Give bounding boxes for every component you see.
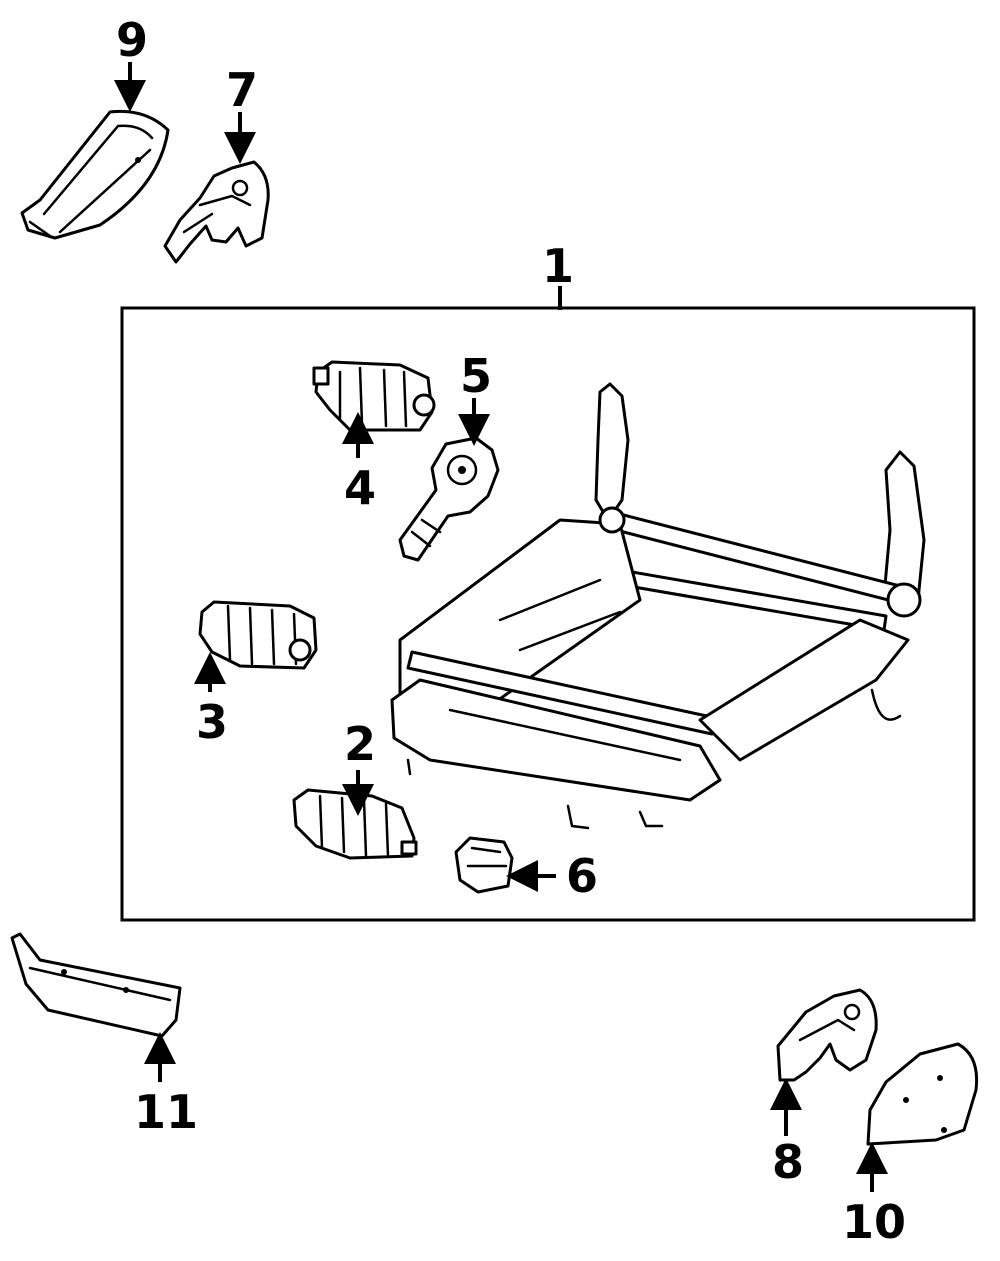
callout-3: 3 [196, 695, 228, 749]
callout-8: 8 [772, 1135, 804, 1189]
callout-6: 6 [566, 849, 598, 903]
callout-1: 1 [542, 239, 574, 293]
leader-lines [114, 62, 888, 1192]
part-2-motor[interactable] [292, 788, 418, 860]
part-4-motor[interactable] [312, 360, 436, 432]
part-10-side-plate[interactable] [866, 1042, 979, 1146]
callout-7: 7 [226, 63, 258, 117]
part-6-switch[interactable] [454, 836, 514, 894]
callout-9: 9 [116, 13, 148, 67]
callout-4: 4 [344, 461, 376, 515]
assembly-frame-box [120, 306, 976, 922]
part-9-side-cover[interactable] [20, 109, 170, 240]
part-11-trim-cover[interactable] [10, 932, 182, 1038]
callout-11: 11 [134, 1085, 198, 1139]
part-8-recliner-bracket[interactable] [776, 988, 878, 1082]
part-3-motor[interactable] [198, 600, 318, 670]
part-7-recliner-bracket[interactable] [163, 160, 270, 264]
callout-5: 5 [460, 349, 492, 403]
part-1-seat-frame-assembly[interactable] [390, 382, 926, 830]
callout-10: 10 [842, 1195, 906, 1249]
callout-2: 2 [344, 717, 376, 771]
part-5-motor[interactable] [398, 436, 500, 562]
